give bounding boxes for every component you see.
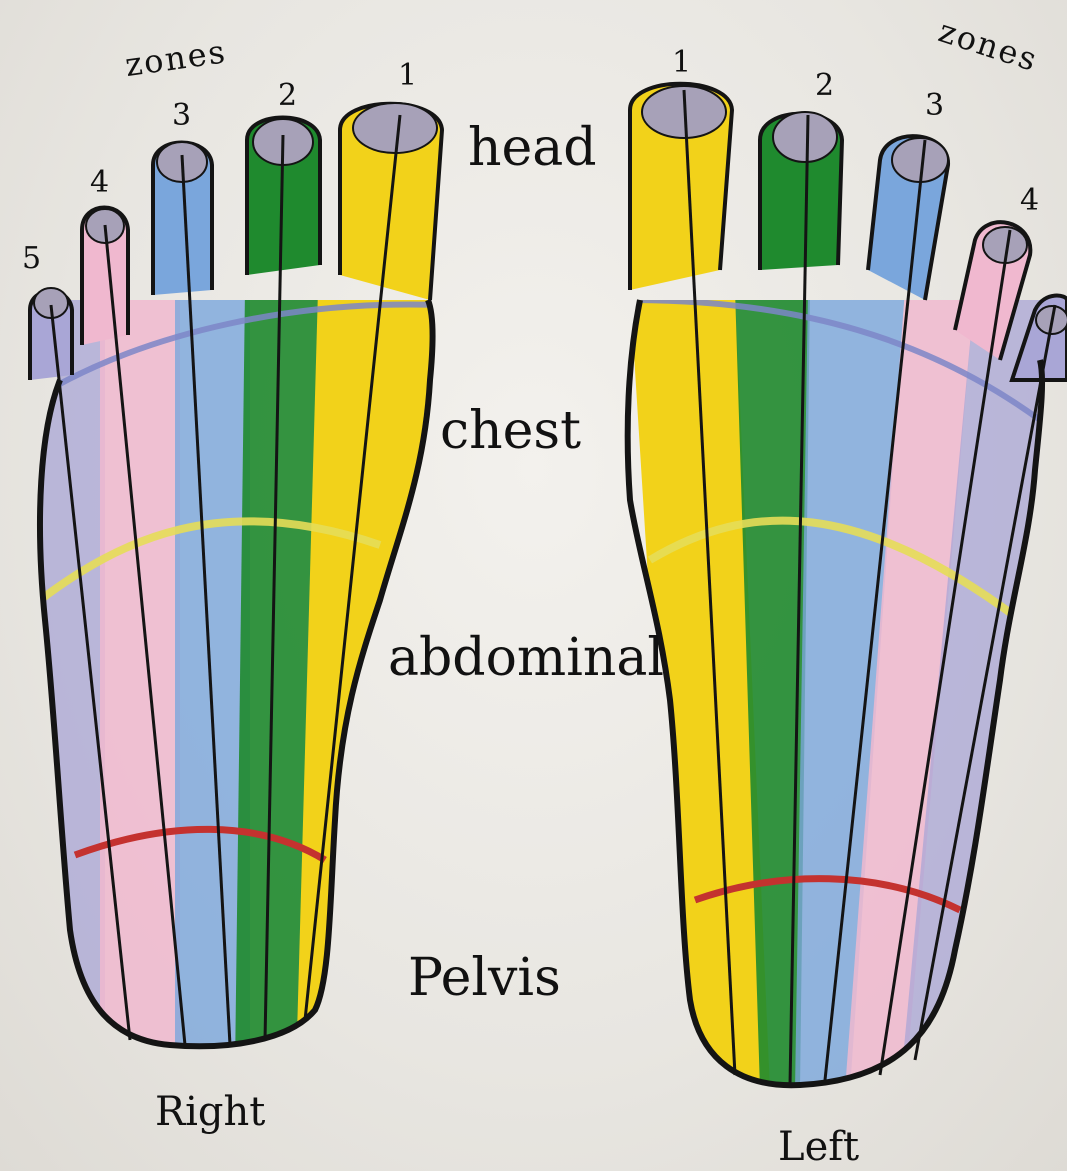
right-zone-number-5: 5 (22, 241, 41, 276)
right-toe-1-tip (353, 103, 437, 153)
right-zone-number-3: 3 (172, 98, 191, 133)
region-label-pelvis: Pelvis (408, 948, 561, 1008)
region-label-abdominal: abdominal (388, 628, 664, 688)
left-foot (628, 84, 1067, 1090)
right-zone4-band (100, 290, 180, 1070)
left-toe-2-tip (773, 112, 837, 162)
left-zone-number-2: 2 (815, 68, 834, 103)
left-zones-heading: zones (934, 12, 1043, 80)
right-foot (30, 103, 442, 1070)
right-zone-number-2: 2 (278, 78, 297, 113)
region-label-head: head (468, 118, 597, 178)
right-zone5-band (30, 290, 105, 1070)
right-zones-heading: zones (123, 32, 229, 84)
right-zone-number-1: 1 (398, 58, 417, 93)
left-zone-number-1: 1 (672, 45, 691, 80)
region-label-chest: chest (440, 401, 581, 461)
left-foot-zone-bands (630, 290, 1050, 1090)
right-zone-number-4: 4 (90, 165, 109, 200)
left-zone-number-3: 3 (925, 88, 944, 123)
side-label-left: Left (778, 1124, 859, 1170)
side-label-right: Right (155, 1089, 265, 1135)
left-zone-number-4: 4 (1020, 183, 1039, 218)
